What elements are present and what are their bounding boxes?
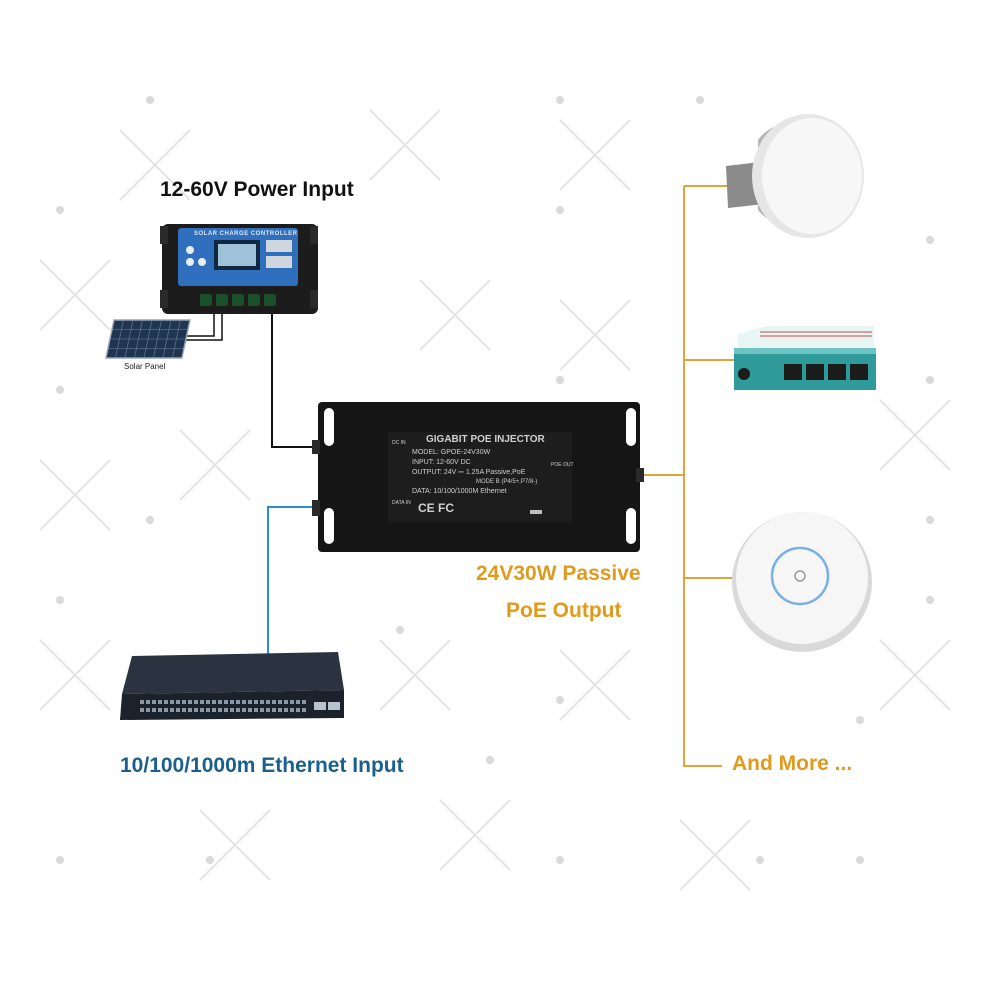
injector-data-in-label: DATA IN <box>392 500 411 506</box>
injector-mode: MODE B (P4/5+,P7/8-) <box>476 479 538 485</box>
router-device <box>734 326 876 390</box>
solar-charge-controller <box>160 224 318 314</box>
injector-poe-out-label: POE OUT <box>551 462 574 468</box>
injector-title: GIGABIT POE INJECTOR <box>426 434 545 445</box>
solar-panel <box>105 319 191 359</box>
power-wire <box>271 312 322 448</box>
poe-injector <box>312 402 644 552</box>
injector-dc-in-label: DC IN <box>392 440 406 446</box>
injector-data: DATA: 10/100/1000M Ethernet <box>412 488 507 495</box>
power-input-label: 12-60V Power Input <box>160 178 354 201</box>
background-pattern <box>39 109 951 891</box>
outdoor-cpe-device <box>726 114 864 238</box>
injector-output: OUTPUT: 24V ⎓ 1.25A Passive,PoE <box>412 469 526 476</box>
solar-wire <box>186 308 223 341</box>
charge-controller-header: SOLAR CHARGE CONTROLLER <box>194 231 298 237</box>
injector-input: INPUT: 12-60V DC <box>412 459 471 466</box>
background-dots <box>56 96 934 864</box>
and-more-label: And More ... <box>732 752 853 775</box>
injector-model: MODEL: GPOE-24V30W <box>412 449 491 456</box>
network-switch <box>120 652 344 720</box>
ethernet-wire <box>267 506 330 706</box>
access-point-device <box>732 512 872 652</box>
poe-output-label-line1: 24V30W Passive <box>476 562 641 585</box>
ethernet-input-label: 10/100/1000m Ethernet Input <box>120 754 404 777</box>
poe-output-wires <box>638 185 738 767</box>
injector-certification-marks: CE FC <box>418 501 454 515</box>
poe-output-label-line2: PoE Output <box>506 599 622 622</box>
solar-panel-label: Solar Panel <box>124 362 166 371</box>
